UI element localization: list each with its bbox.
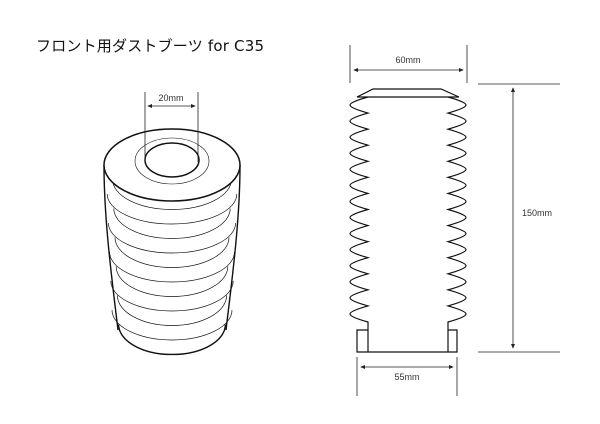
bellows-ring [117,295,227,326]
bellows-ring [115,266,229,297]
boot-outline-left [103,164,119,331]
bellows-ring [114,237,230,268]
boot-outline-right [225,164,241,331]
bellows-ring [108,222,236,254]
inner-ring [134,137,210,185]
bellows-ring [113,208,231,239]
bellows-ring [111,309,233,341]
top-flange [356,88,460,98]
bellows-ring [110,280,234,312]
boot-side-view [349,88,467,353]
top-width-dimension [349,45,468,83]
length-dimension [478,83,560,353]
bellows-ring [112,179,232,210]
inner-diameter-label: 20mm [158,93,183,103]
bottom-width-label: 55mm [394,372,419,382]
length-label: 150mm [522,208,552,218]
diagram-title: フロント用ダストブーツ for C35 [36,37,265,55]
bottom-collar [356,329,458,353]
bellows-ring [106,193,238,225]
top-width-label: 60mm [395,55,420,65]
boot-perspective-view [103,128,241,356]
top-face [103,128,241,202]
bellows-right-edge [445,96,467,352]
inner-diameter-dimension [144,92,199,162]
bellows-left-edge [349,96,371,352]
bellows-ring [109,251,235,283]
bottom-width-dimension [356,357,458,396]
bellows-ring [117,324,227,356]
